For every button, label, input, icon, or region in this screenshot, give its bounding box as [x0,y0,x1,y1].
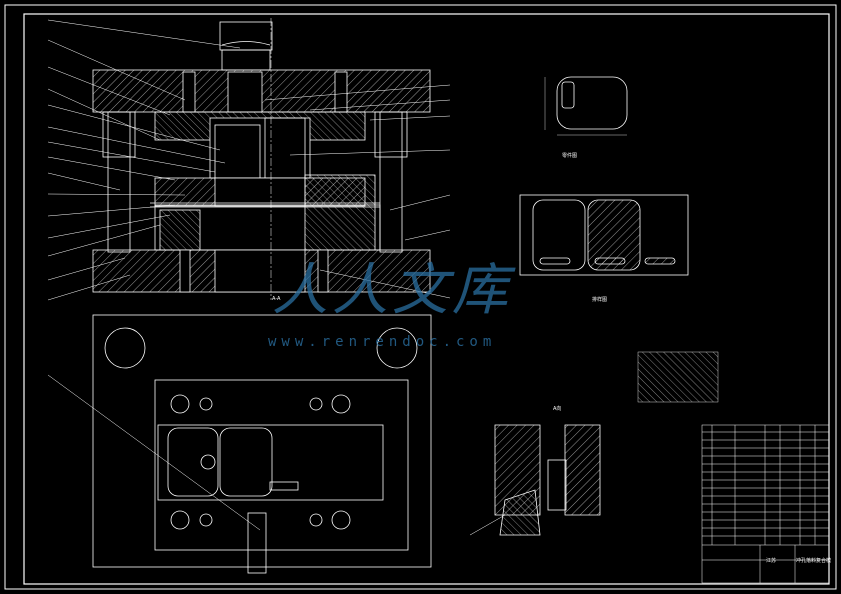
front-section-view [92,18,431,300]
watermark-brand: 人人文库 [272,258,512,323]
part-drawing [544,76,628,136]
technical-notes-block [637,351,719,403]
part-drawing-label: 零件图 [562,153,578,159]
strip-layout-label: 排样图 [592,297,608,303]
title-block-drawing-title: 冲孔落料复合模 [796,558,832,564]
section-label: A-A [272,296,281,302]
plan-view [47,314,432,574]
inner-border [23,13,830,585]
bom-table [701,424,830,584]
detail-view [469,424,601,536]
outer-border [4,4,837,590]
title-block-company: 江苏 [766,558,777,564]
strip-layout [519,194,689,276]
detail-view-label: A向 [553,406,562,412]
part-leader-lines [47,19,451,301]
watermark-url: www.renrendoc.com [268,334,497,350]
